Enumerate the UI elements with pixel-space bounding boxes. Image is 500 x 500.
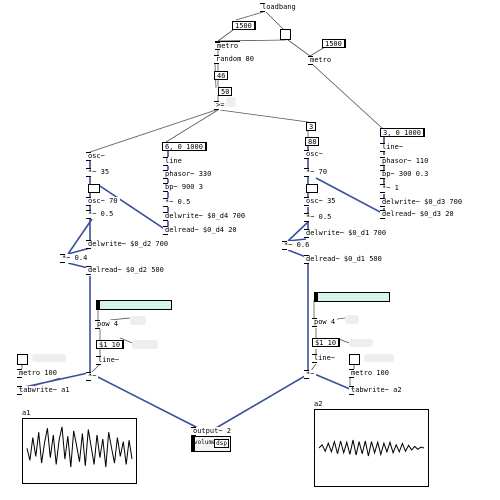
osc-35-col2[interactable]: osc~ 35 (304, 197, 338, 206)
bp-300-03[interactable]: bp~ 300 0.3 (380, 170, 431, 179)
number-box-50[interactable]: 50 (218, 87, 233, 96)
delread-d4[interactable]: delread~ $0_d4 20 (163, 226, 239, 235)
comment-bubble (130, 316, 146, 325)
number-box-3[interactable]: 3 (306, 122, 317, 131)
number-box-col2[interactable] (306, 184, 318, 193)
delread-d1[interactable]: delread~ $0_d1 500 (304, 255, 384, 264)
mul-1-col3[interactable]: *~ 1 (380, 184, 401, 193)
gain-slider-left-knob[interactable] (97, 301, 100, 309)
metro-100-right[interactable]: metro 100 (349, 369, 391, 378)
msg-1-10-left[interactable]: $1 10 (96, 340, 125, 349)
osc-object-col2[interactable]: osc~ (304, 150, 325, 159)
delwrite-d4[interactable]: delwrite~ $0_d4 700 (163, 212, 248, 221)
gain-slider-right-knob[interactable] (315, 293, 318, 301)
delread-d3[interactable]: delread~ $0_d3 20 (380, 210, 456, 219)
tabwrite-a2[interactable]: tabwrite~ a2 (349, 386, 404, 395)
comment-bubble (226, 97, 236, 107)
comment-bubble (32, 354, 66, 362)
dsp-toggle[interactable]: dsp (214, 439, 229, 448)
toggle-main[interactable] (280, 29, 291, 40)
loadbang-object[interactable]: loadbang (260, 3, 298, 12)
ge-object[interactable]: >= (214, 101, 227, 110)
mul-05-col0[interactable]: *~ 0.5 (86, 210, 116, 219)
comment-bubble (132, 340, 158, 349)
volume-subpatch[interactable]: volume dsp (191, 436, 231, 452)
metro-object-2[interactable]: metro (308, 56, 334, 65)
delwrite-d1[interactable]: delwrite~ $0_d1 700 (304, 229, 389, 238)
random-object[interactable]: random 80 (214, 55, 256, 64)
msg-6-0-1000[interactable]: 6, 0 1000 (162, 142, 207, 151)
array-label-a2: a2 (314, 400, 323, 408)
number-box-col0[interactable] (88, 184, 100, 193)
array-graph-a2[interactable] (314, 409, 429, 487)
volume-label: volume (194, 439, 216, 446)
phasor-330[interactable]: phasor~ 330 (163, 170, 214, 179)
msg-1-10-right[interactable]: $1 10 (312, 338, 341, 347)
bang-left[interactable] (17, 354, 28, 365)
mul-35-col0[interactable]: *~ 35 (86, 168, 112, 177)
msg-1500-b[interactable]: 1500 (322, 39, 346, 48)
array-label-a1: a1 (22, 409, 31, 417)
volume-level-bar[interactable] (192, 437, 195, 451)
number-box-88[interactable]: 88 (305, 137, 320, 146)
delwrite-d3[interactable]: delwrite~ $0_d3 700 (380, 198, 465, 207)
osc-70-col0[interactable]: osc~ 70 (86, 197, 120, 206)
tabwrite-a1[interactable]: tabwrite~ a1 (17, 386, 72, 395)
mul-right[interactable]: *~ (304, 370, 317, 379)
delread-d2[interactable]: delread~ $0_d2 500 (86, 266, 166, 275)
mul-05-col1[interactable]: *~ 0.5 (163, 198, 193, 207)
gain-slider-left[interactable] (96, 300, 172, 310)
comment-bubble (345, 315, 359, 324)
line-col3[interactable]: line~ (380, 143, 406, 152)
mul-06[interactable]: *~ 0.6 (282, 241, 312, 250)
line-right[interactable]: line~ (312, 354, 338, 363)
pow-4-right[interactable]: pow 4 (312, 318, 338, 327)
pow-4-left[interactable]: pow 4 (95, 320, 121, 329)
msg-1500-a[interactable]: 1500 (232, 21, 256, 30)
line-left[interactable]: line~ (96, 356, 122, 365)
comment-bubble (349, 339, 373, 347)
mul-left[interactable]: *~ (86, 372, 99, 381)
waveform-a1 (26, 426, 133, 468)
gain-slider-right[interactable] (314, 292, 390, 302)
array-graph-a1[interactable] (22, 418, 137, 484)
output-object[interactable]: output~ 2 (191, 427, 233, 436)
bang-right[interactable] (349, 354, 360, 365)
line-col1[interactable]: line (163, 157, 184, 166)
metro-object-1[interactable]: metro (215, 41, 241, 50)
waveform-a2 (318, 439, 425, 457)
msg-3-0-1000[interactable]: 3, 0 1000 (380, 128, 425, 137)
bp-900-3[interactable]: bp~ 900 3 (163, 183, 205, 192)
mul-70-col2[interactable]: *~ 70 (304, 168, 330, 177)
delwrite-d2[interactable]: delwrite~ $0_d2 700 (86, 240, 171, 249)
phasor-110[interactable]: phasor~ 110 (380, 157, 431, 166)
mul-04[interactable]: *~ 0.4 (60, 254, 90, 263)
osc-object-col0[interactable]: osc~ (86, 152, 107, 161)
metro-100-left[interactable]: metro 100 (17, 369, 59, 378)
number-box-46[interactable]: 46 (214, 71, 229, 80)
mul-05-col2[interactable]: *~ 0.5 (304, 213, 334, 222)
comment-bubble (364, 354, 394, 362)
